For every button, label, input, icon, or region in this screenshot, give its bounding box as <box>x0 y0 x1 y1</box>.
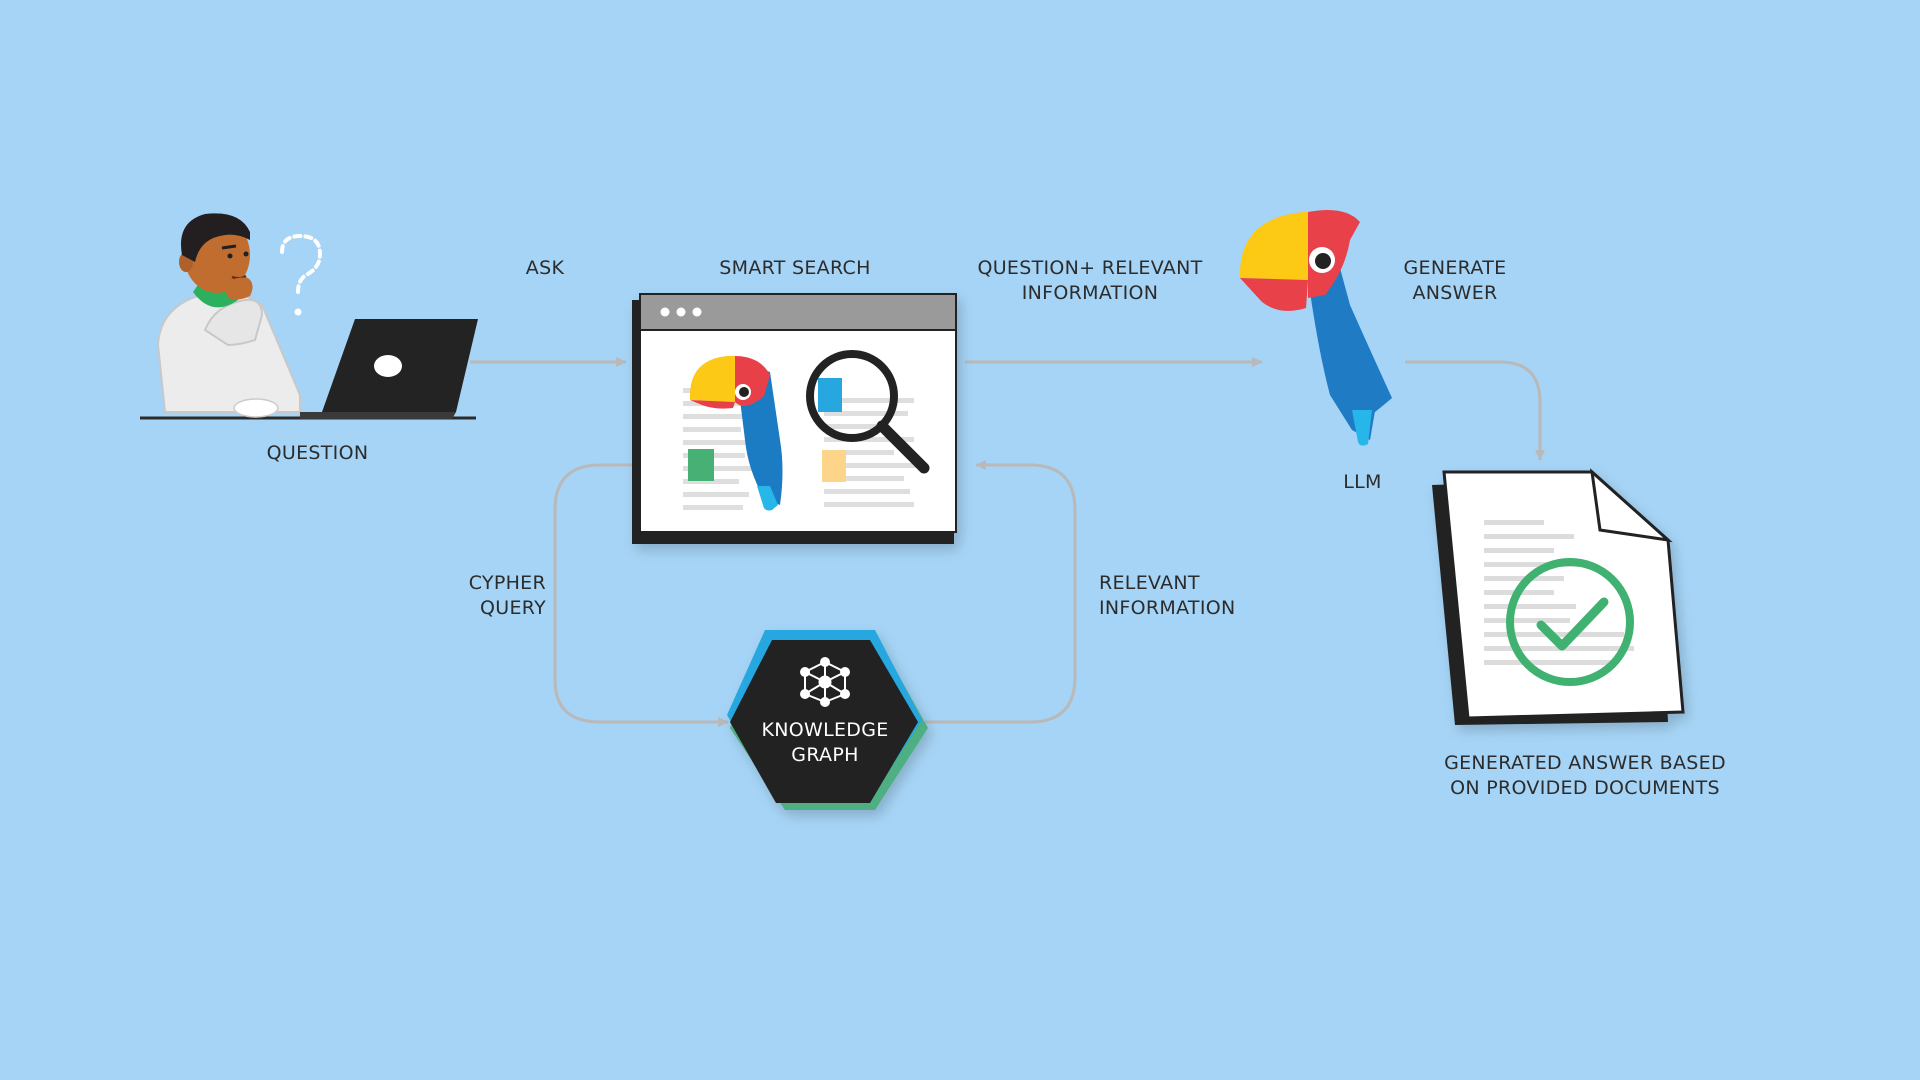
smart-search-label: SMART SEARCH <box>700 256 890 281</box>
llm-label: LLM <box>1325 470 1400 495</box>
question-mark-icon <box>280 233 323 316</box>
relevant-information-arrow <box>925 460 1077 724</box>
relevant-information-line1: RELEVANT <box>1099 572 1200 594</box>
knowledge-graph-icon <box>800 657 850 707</box>
knowledge-graph-line1: KNOWLEDGE <box>761 719 889 741</box>
yellow-note <box>822 450 846 482</box>
cypher-query-line2: QUERY <box>480 597 546 619</box>
generate-answer-label: GENERATE ANSWER <box>1385 256 1525 306</box>
green-note <box>688 449 714 481</box>
generate-answer-line2: ANSWER <box>1412 282 1498 304</box>
document-icon <box>1432 468 1685 725</box>
generated-answer-line2: ON PROVIDED DOCUMENTS <box>1450 777 1720 799</box>
check-circle-icon <box>1506 558 1634 686</box>
laptop-icon <box>300 319 478 419</box>
generated-answer-line1: GENERATED ANSWER BASED <box>1444 752 1726 774</box>
ask-label: ASK <box>510 256 580 281</box>
relevant-information-line2: INFORMATION <box>1099 597 1236 619</box>
knowledge-graph-label: KNOWLEDGE GRAPH <box>745 718 905 768</box>
magnifying-glass-icon <box>806 350 930 474</box>
browser-window-icon <box>632 293 957 544</box>
cypher-query-label: CYPHER QUERY <box>420 571 546 621</box>
ask-label-text: ASK <box>525 257 565 279</box>
person-thinking-icon <box>140 213 476 420</box>
question-relevant-line2: INFORMATION <box>1021 282 1159 304</box>
knowledge-graph-line2: GRAPH <box>791 744 859 766</box>
parrot-icon <box>689 356 783 511</box>
cypher-query-arrow <box>553 463 729 727</box>
parrot-icon-llm <box>1239 209 1392 446</box>
llm-label-text: LLM <box>1343 471 1382 493</box>
knowledge-graph-node <box>727 630 928 810</box>
smart-search-label-text: SMART SEARCH <box>719 257 871 279</box>
generate-answer-line1: GENERATE <box>1403 257 1507 279</box>
question-relevant-line1: QUESTION+ RELEVANT <box>977 257 1203 279</box>
relevant-information-label: RELEVANT INFORMATION <box>1099 571 1279 621</box>
generated-answer-label: GENERATED ANSWER BASED ON PROVIDED DOCUM… <box>1420 751 1750 801</box>
cypher-query-line1: CYPHER <box>468 572 546 594</box>
question-label-text: QUESTION <box>266 442 369 464</box>
question-relevant-label: QUESTION+ RELEVANT INFORMATION <box>960 256 1220 306</box>
arrows <box>470 357 1545 727</box>
question-label: QUESTION <box>245 441 390 466</box>
generate-answer-arrow <box>1405 360 1545 461</box>
